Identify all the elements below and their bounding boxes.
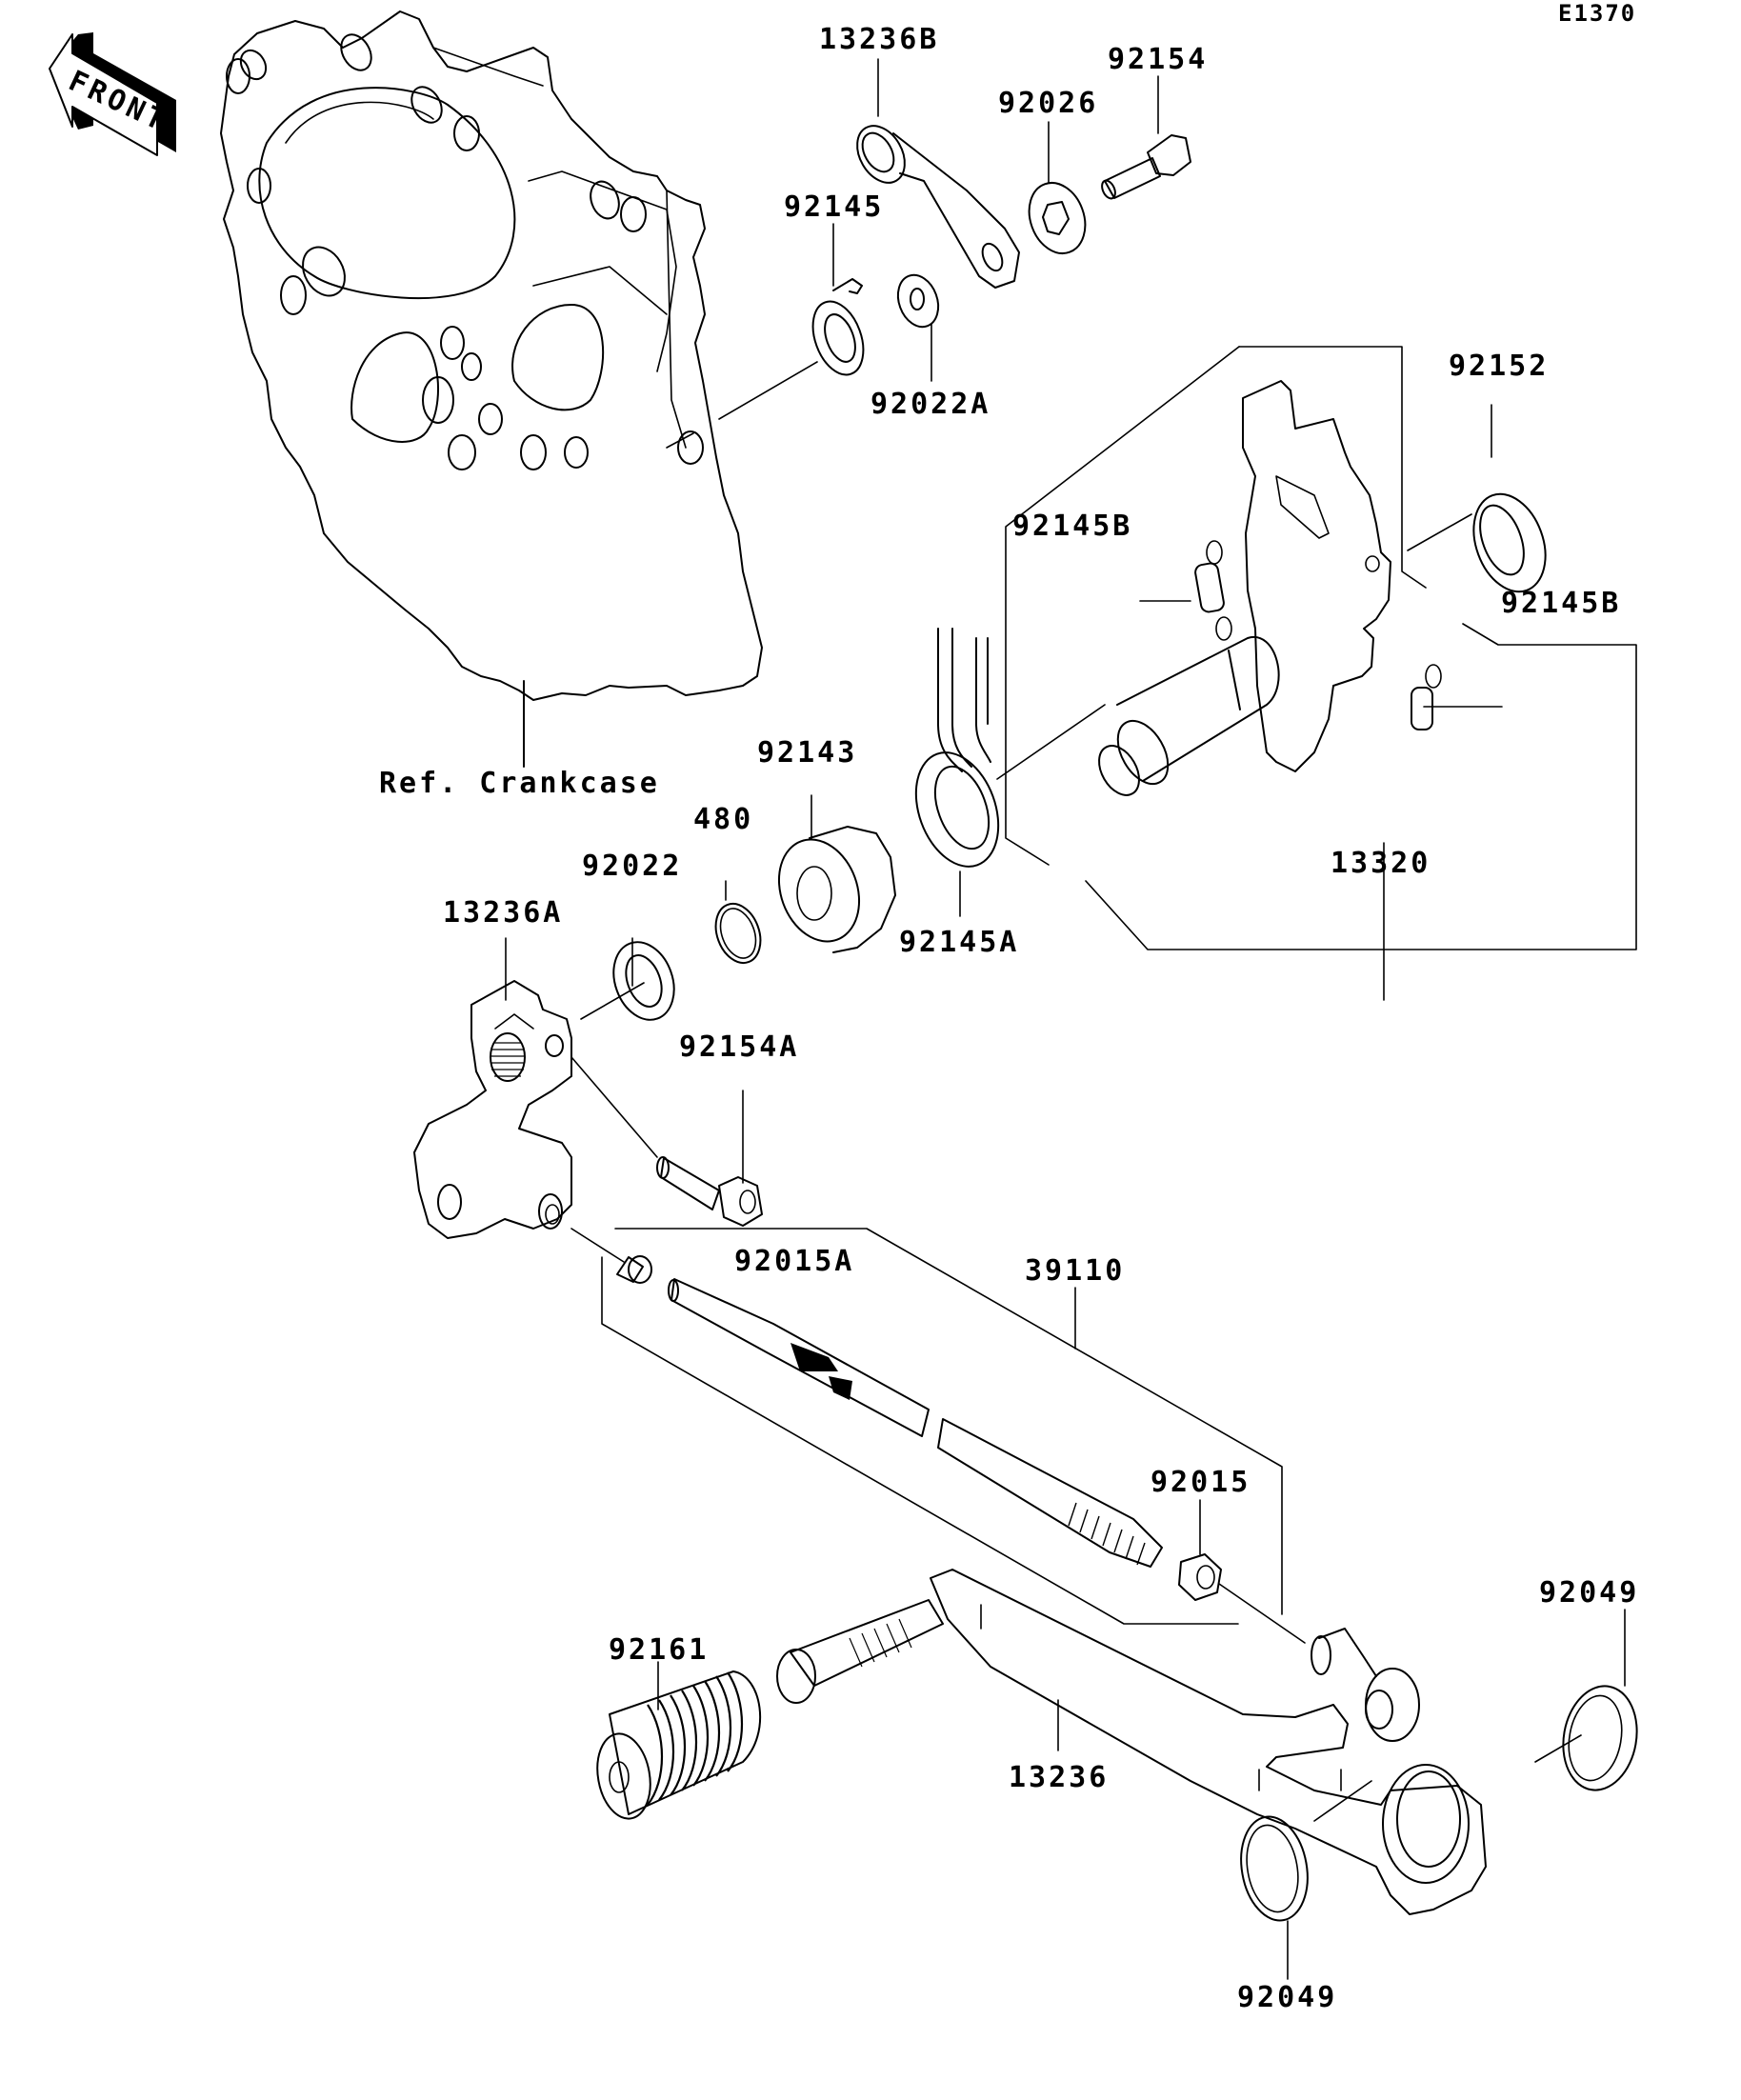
callout-480[interactable]: 480 — [693, 803, 754, 836]
callout-92022a[interactable]: 92022A — [870, 388, 991, 421]
part-92145-spring — [811, 278, 865, 376]
callout-92022[interactable]: 92022 — [582, 850, 683, 883]
part-92145a-spring — [914, 628, 1000, 917]
callout-92143[interactable]: 92143 — [757, 736, 858, 770]
part-92154-bolt — [1101, 134, 1191, 200]
callout-92015a[interactable]: 92015A — [734, 1245, 855, 1278]
part-92152-oil-seal — [1472, 492, 1547, 593]
callout-92145[interactable]: 92145 — [784, 190, 885, 224]
part-92015-nut — [1178, 1499, 1306, 1644]
leader-lines — [666, 58, 1503, 780]
callout-13320[interactable]: 13320 — [1331, 847, 1431, 880]
figure-code: E1370 — [1558, 0, 1637, 27]
bracket-39110 — [601, 1228, 1283, 1625]
part-92154a-bolt — [570, 1056, 763, 1227]
part-92143-collar — [777, 794, 896, 953]
callout-92049-right[interactable]: 92049 — [1539, 1576, 1640, 1610]
part-92026-washer — [1028, 182, 1087, 254]
reference-crankcase-label: Ref. Crankcase — [379, 767, 660, 800]
part-92049-washer-bottom — [1240, 1780, 1372, 1980]
part-92022-washer — [580, 937, 675, 1021]
part-13236a-lever — [413, 937, 572, 1239]
callout-39110[interactable]: 39110 — [1025, 1254, 1126, 1288]
callout-92145b-right[interactable]: 92145B — [1501, 587, 1622, 620]
part-92049-washer-right — [1534, 1609, 1638, 1791]
bracket-13320 — [1005, 346, 1637, 1001]
part-13236-shift-pedal — [776, 1569, 1487, 1915]
callout-92152[interactable]: 92152 — [1449, 350, 1550, 383]
callout-92049-bottom[interactable]: 92049 — [1237, 1981, 1338, 2014]
callout-92026[interactable]: 92026 — [998, 87, 1099, 120]
front-arrow-icon: FRONT — [49, 32, 176, 156]
callout-13236b[interactable]: 13236B — [819, 23, 940, 56]
callout-92015[interactable]: 92015 — [1151, 1466, 1251, 1499]
part-13320-shift-shaft — [1098, 380, 1391, 796]
callout-92145a[interactable]: 92145A — [899, 926, 1020, 959]
part-92145b-spring-right — [1411, 664, 1442, 730]
callout-13236a[interactable]: 13236A — [443, 896, 564, 930]
callout-92154a[interactable]: 92154A — [679, 1030, 800, 1064]
part-13236b-lever — [856, 125, 1020, 289]
part-92145b-spring-left — [1194, 540, 1232, 641]
part-39110-tie-rod — [570, 1228, 1163, 1568]
part-480-circlip — [714, 880, 762, 964]
crankcase — [220, 10, 763, 768]
part-92022a-washer — [896, 273, 940, 329]
callout-92161[interactable]: 92161 — [609, 1633, 710, 1667]
part-92161-footpeg-rubber — [596, 1661, 762, 1820]
callout-92154[interactable]: 92154 — [1108, 43, 1209, 76]
callout-92145b-left[interactable]: 92145B — [1012, 510, 1133, 543]
callout-13236[interactable]: 13236 — [1009, 1761, 1110, 1794]
